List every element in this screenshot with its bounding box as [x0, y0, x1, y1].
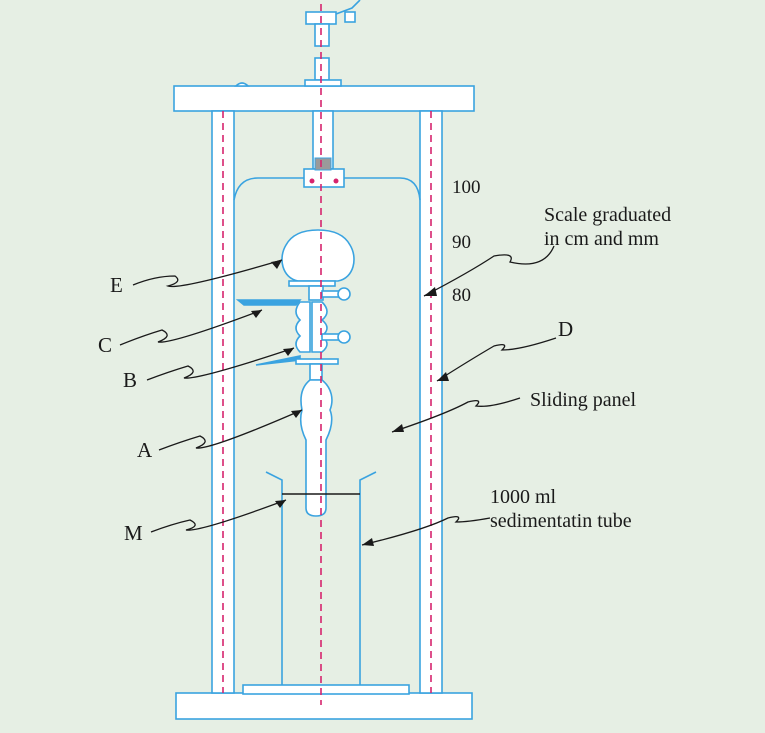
handle-icon: [335, 0, 361, 15]
arrowheads: [251, 260, 449, 546]
screw-upper: [314, 23, 330, 47]
leader-c: [119, 309, 263, 346]
leader-b: [146, 347, 295, 381]
label-m: M: [124, 521, 143, 545]
leader-tube: [361, 516, 491, 546]
stopcock-knob-upper: [337, 287, 351, 301]
label-c: C: [98, 333, 112, 357]
arrow-c: [251, 310, 262, 318]
leader-d: [436, 337, 557, 382]
handle-knob: [344, 11, 356, 23]
scale-mark-100: 100: [452, 177, 481, 198]
annotation-scale-line1: Scale graduated: [544, 204, 671, 226]
annotation-tube-line1: 1000 ml: [490, 486, 557, 508]
arrow-d: [437, 372, 449, 381]
scale-mark-90: 90: [452, 232, 471, 253]
top-bolt: [234, 82, 250, 87]
arrow-sliding-panel: [392, 424, 404, 432]
screw-collar: [304, 79, 342, 87]
center-lines: [222, 4, 432, 705]
bellows-right: [311, 301, 328, 353]
tube-left-wall: [265, 471, 283, 685]
base-pad: [242, 684, 410, 695]
arrow-m: [275, 500, 286, 508]
arrow-a: [291, 410, 302, 418]
screw-mid: [314, 57, 330, 81]
arrow-b: [283, 348, 294, 356]
arrow-scale: [424, 287, 437, 296]
clamp-base: [303, 168, 345, 188]
label-a: A: [137, 438, 153, 462]
bellows-left: [295, 301, 311, 353]
tube-right-wall: [359, 471, 377, 685]
stopcock-knob-lower: [337, 330, 351, 344]
arrow-e: [271, 260, 282, 269]
scale-mark-80: 80: [452, 285, 471, 306]
arrow-tube: [362, 538, 374, 546]
plate-b: [255, 355, 301, 366]
clamp-block: [314, 157, 332, 171]
label-e: E: [110, 273, 123, 297]
plate-c: [235, 299, 302, 306]
leader-e: [132, 259, 283, 288]
sliding-panel: [233, 177, 421, 201]
leader-scale: [423, 245, 555, 297]
annotation-scale-line2: in cm and mm: [544, 228, 659, 250]
annotation-sliding-panel: Sliding panel: [530, 389, 637, 411]
annotation-tube-line2: sedimentatin tube: [490, 510, 632, 532]
pipette-apparatus: [235, 229, 355, 517]
bulb-e: [281, 229, 355, 282]
clamp-dot-right: [333, 178, 339, 184]
leader-a: [158, 409, 303, 451]
base-plate: [175, 692, 473, 720]
leader-m: [150, 499, 287, 533]
label-d: D: [558, 317, 573, 341]
label-b: B: [123, 368, 137, 392]
top-plate: [173, 85, 475, 112]
sedimentation-tube: [265, 471, 377, 685]
leader-sliding-panel: [391, 397, 521, 433]
clamp-dot-left: [309, 178, 315, 184]
leader-lines: [119, 245, 557, 546]
